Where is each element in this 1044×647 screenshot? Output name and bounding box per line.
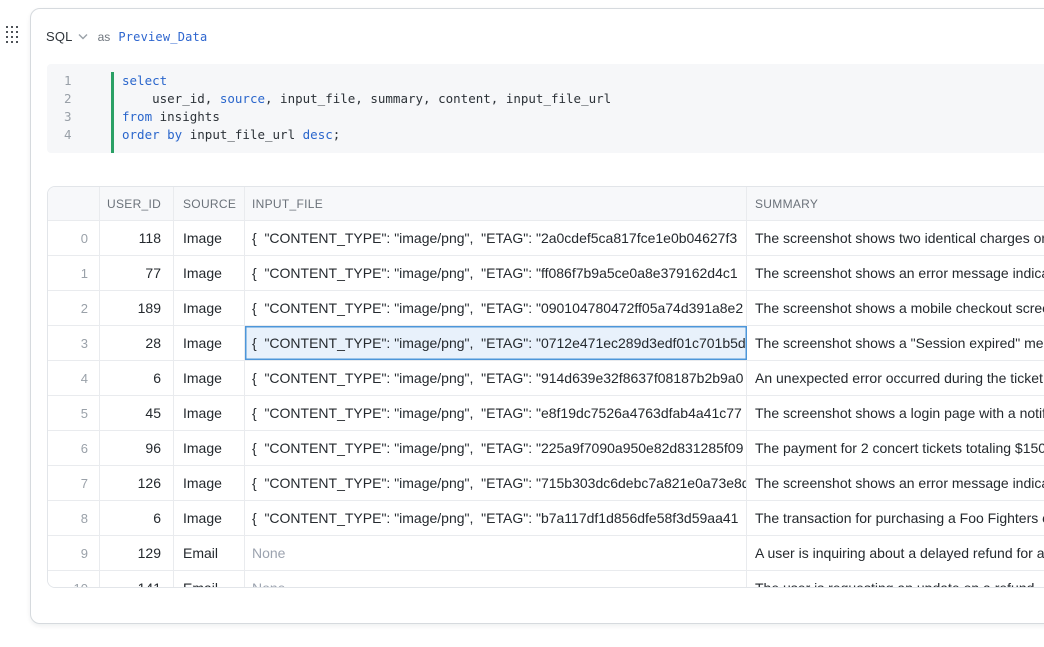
cell-summary[interactable]: The user is requesting an update on a re… xyxy=(755,580,1035,588)
cell-header: SQL as Preview_Data xyxy=(46,29,207,44)
line-number: 1 xyxy=(64,73,72,88)
cell-source[interactable]: Image xyxy=(174,291,245,325)
cell-input-file[interactable]: None xyxy=(245,536,747,570)
cell-source[interactable]: Image xyxy=(174,326,245,360)
drag-handle-icon[interactable] xyxy=(6,26,19,44)
cell-input-file[interactable]: { "CONTENT_TYPE": "image/png", "ETAG": "… xyxy=(245,501,747,535)
column-header-source[interactable]: SOURCE xyxy=(174,187,245,220)
cell-source[interactable]: Image xyxy=(174,501,245,535)
cell-summary[interactable]: The screenshot shows a mobile checkout s… xyxy=(755,300,1044,316)
cell-user-id[interactable]: 45 xyxy=(100,396,174,430)
cell-index: 9 xyxy=(48,536,100,570)
cell-input-file[interactable]: { "CONTENT_TYPE": "image/png", "ETAG": "… xyxy=(245,221,747,255)
cell-input-file[interactable]: { "CONTENT_TYPE": "image/png", "ETAG": "… xyxy=(245,466,747,500)
line-number: 3 xyxy=(64,109,72,124)
cell-input-file[interactable]: { "CONTENT_TYPE": "image/png", "ETAG": "… xyxy=(245,431,747,465)
sql-editor[interactable]: 1 2 3 4 select user_id, source, input_file,… xyxy=(47,64,1044,153)
cell-summary[interactable]: The transaction for purchasing a Foo Fig… xyxy=(755,510,1044,526)
column-header-index xyxy=(48,187,100,220)
cell-index: 7 xyxy=(48,466,100,500)
code-line[interactable]: select xyxy=(122,73,168,88)
cell-index: 8 xyxy=(48,501,100,535)
cell-summary[interactable]: The screenshot shows a login page with a… xyxy=(755,405,1044,421)
cell-index: 6 xyxy=(48,431,100,465)
column-header-user-id[interactable]: USER_ID xyxy=(100,187,174,220)
cell-input-file[interactable]: None xyxy=(245,571,747,587)
cell-user-id[interactable]: 118 xyxy=(100,221,174,255)
cell-summary[interactable]: The screenshot shows a "Session expired"… xyxy=(755,335,1044,351)
cell-summary[interactable]: The screenshot shows an error message in… xyxy=(755,475,1044,491)
sql-code[interactable]: select user_id, source, input_file, summ… xyxy=(111,72,611,153)
cell-user-id[interactable]: 6 xyxy=(100,361,174,395)
cell-summary[interactable]: The payment for 2 concert tickets totali… xyxy=(755,440,1044,456)
cell-type-label[interactable]: SQL xyxy=(46,29,73,44)
cell-summary[interactable]: The screenshot shows an error message in… xyxy=(755,265,1044,281)
cell-input-file[interactable]: { "CONTENT_TYPE": "image/png", "ETAG": "… xyxy=(245,361,747,395)
cell-source[interactable]: Image xyxy=(174,396,245,430)
cell-source[interactable]: Image xyxy=(174,361,245,395)
chevron-down-icon[interactable] xyxy=(78,33,88,40)
cell-input-file[interactable]: { "CONTENT_TYPE": "image/png", "ETAG": "… xyxy=(245,396,747,430)
cell-index: 3 xyxy=(48,326,100,360)
cell-user-id[interactable]: 189 xyxy=(100,291,174,325)
cell-index: 5 xyxy=(48,396,100,430)
cell-source[interactable]: Image xyxy=(174,431,245,465)
line-number: 2 xyxy=(64,91,72,106)
cell-index: 4 xyxy=(48,361,100,395)
cell-user-id[interactable]: 141 xyxy=(100,571,174,587)
cell-user-id[interactable]: 129 xyxy=(100,536,174,570)
cell-name-link[interactable]: Preview_Data xyxy=(118,29,208,44)
cell-source[interactable]: Image xyxy=(174,221,245,255)
cell-summary[interactable]: An unexpected error occurred during the … xyxy=(755,370,1043,386)
code-line[interactable]: from insights xyxy=(122,109,220,124)
cell-user-id[interactable]: 77 xyxy=(100,256,174,290)
cell-source[interactable]: Image xyxy=(174,466,245,500)
cell-index: 2 xyxy=(48,291,100,325)
cell-index: 0 xyxy=(48,221,100,255)
column-header-summary[interactable]: SUMMARY xyxy=(755,197,819,211)
cell-source[interactable]: Email xyxy=(174,571,245,587)
line-number: 4 xyxy=(64,127,72,142)
cell-input-file[interactable]: { "CONTENT_TYPE": "image/png", "ETAG": "… xyxy=(245,256,747,290)
cell-summary[interactable]: A user is inquiring about a delayed refu… xyxy=(755,545,1044,561)
cell-summary[interactable]: The screenshot shows two identical charg… xyxy=(755,230,1044,246)
cell-index: 10 xyxy=(48,571,100,587)
cell-user-id[interactable]: 28 xyxy=(100,326,174,360)
line-number-gutter: 1 2 3 4 xyxy=(47,72,111,153)
cell-input-file[interactable]: { "CONTENT_TYPE": "image/png", "ETAG": "… xyxy=(245,326,747,360)
cell-index: 1 xyxy=(48,256,100,290)
as-label: as xyxy=(97,29,111,44)
cell-source[interactable]: Email xyxy=(174,536,245,570)
cell-user-id[interactable]: 6 xyxy=(100,501,174,535)
code-line[interactable]: user_id, source, input_file, summary, co… xyxy=(122,91,612,106)
cell-user-id[interactable]: 96 xyxy=(100,431,174,465)
cell-input-file[interactable]: { "CONTENT_TYPE": "image/png", "ETAG": "… xyxy=(245,291,747,325)
code-line[interactable]: order by input_file_url desc; xyxy=(122,127,341,142)
cell-user-id[interactable]: 126 xyxy=(100,466,174,500)
cell-source[interactable]: Image xyxy=(174,256,245,290)
column-header-input-file[interactable]: INPUT_FILE xyxy=(245,187,747,220)
